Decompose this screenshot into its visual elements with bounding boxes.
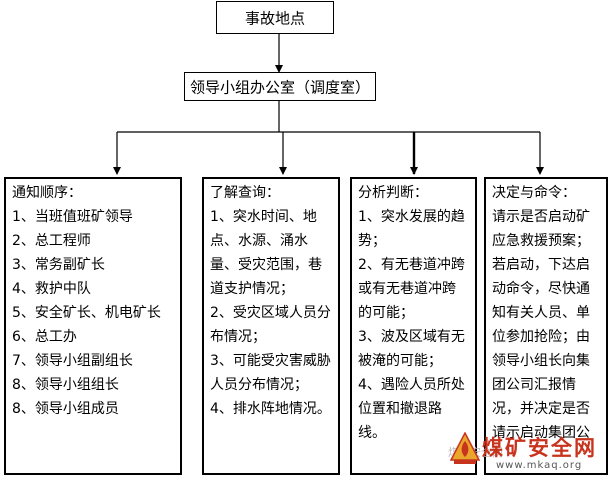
site-watermark: 煤矿安全网 煤矿安全网 www.mkaq.org [448, 430, 606, 474]
list-item: 请示是否启动矿应急救援预案；若启动，下达启动命令，尽快通知有关人员、单位参加抢险… [492, 209, 590, 441]
column-inquiry: 了解查询： 1、突水时间、地点、水源、涌水量、受灾范围，巷道支护情况； 2、受灾… [202, 177, 340, 475]
list-item: 3、常务副矿长 [12, 257, 105, 273]
node-accident-site-label: 事故地点 [244, 9, 305, 27]
column-notify-order: 通知顺序： 1、当班值班矿领导 2、总工程师 3、常务副矿长 4、救护中队 5、… [4, 177, 182, 475]
list-item: 3、波及区域有无被淹的可能； [358, 329, 465, 369]
node-leadership-office: 领导小组办公室（调度室） [184, 72, 376, 101]
list-item: 4、救护中队 [12, 281, 91, 297]
column-decision: 决定与命令： 请示是否启动矿应急救援预案；若启动，下达启动命令，尽快通知有关人员… [484, 177, 608, 475]
list-item: 2、有无巷道冲跨或有无巷道冲跨的可能； [358, 257, 465, 321]
list-item: 4、排水阵地情况。 [210, 401, 331, 417]
column-decision-title: 决定与命令： [492, 185, 576, 201]
list-item: 8、领导小组组长 [12, 377, 119, 393]
column-analysis-title: 分析判断： [358, 185, 428, 201]
watermark-brand-text: 煤矿安全网 [482, 435, 597, 460]
node-leadership-office-label: 领导小组办公室（调度室） [189, 78, 370, 96]
watermark-url: www.mkaq.org [496, 460, 583, 471]
list-item: 5、安全矿长、机电矿长 [12, 305, 161, 321]
list-item: 1、突水发展的趋势； [358, 209, 465, 249]
column-inquiry-title: 了解查询： [210, 185, 280, 201]
list-item: 7、领导小组副组长 [12, 353, 133, 369]
list-item: 1、突水时间、地点、水源、涌水量、受灾范围，巷道支护情况； [210, 209, 322, 297]
column-analysis: 分析判断： 1、突水发展的趋势； 2、有无巷道冲跨或有无巷道冲跨的可能； 3、波… [350, 177, 477, 475]
node-accident-site: 事故地点 [216, 1, 334, 34]
watermark-flame-icon [450, 432, 480, 464]
list-item: 4、遇险人员所处位置和撤退路线。 [358, 377, 465, 441]
list-item: 2、总工程师 [12, 233, 91, 249]
list-item: 6、总工办 [12, 329, 77, 345]
list-item: 1、当班值班矿领导 [12, 209, 133, 225]
list-item: 2、受灾区域人员分布情况； [210, 305, 331, 345]
list-item: 3、可能受灾害威胁人员分布情况； [210, 353, 331, 393]
column-notify-title: 通知顺序： [12, 185, 82, 201]
list-item: 8、领导小组成员 [12, 401, 119, 417]
